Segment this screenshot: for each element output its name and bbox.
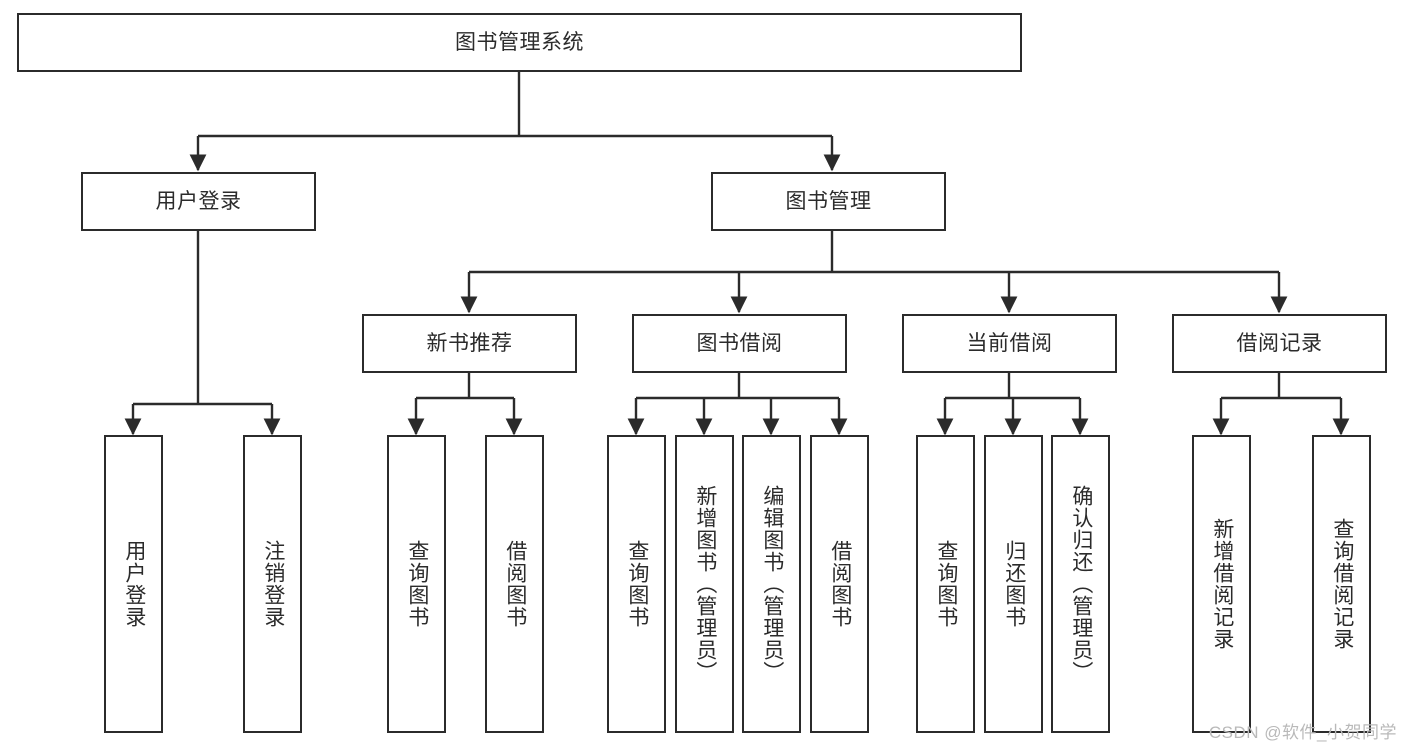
leaf-query-borrow-record[interactable]: 查询借阅记录 xyxy=(1312,435,1371,733)
leaf-query-book-1-label: 查询图书 xyxy=(405,540,429,628)
node-current-borrow-label: 当前借阅 xyxy=(966,331,1053,355)
leaf-query-book-2-label: 查询图书 xyxy=(625,540,649,628)
leaf-borrow-book-2-label: 借阅图书 xyxy=(828,540,852,628)
node-new-book-recommend[interactable]: 新书推荐 xyxy=(362,314,577,373)
node-root[interactable]: 图书管理系统 xyxy=(17,13,1022,72)
leaf-edit-book-label: 编辑图书（管理员） xyxy=(760,485,784,683)
leaf-add-book[interactable]: 新增图书（管理员） xyxy=(675,435,734,733)
leaf-add-book-label: 新增图书（管理员） xyxy=(693,485,717,683)
leaf-return-book[interactable]: 归还图书 xyxy=(984,435,1043,733)
leaf-add-borrow-record-label: 新增借阅记录 xyxy=(1210,518,1234,650)
leaf-query-borrow-record-label: 查询借阅记录 xyxy=(1330,518,1354,650)
leaf-user-login[interactable]: 用户登录 xyxy=(104,435,163,733)
node-book-borrow[interactable]: 图书借阅 xyxy=(632,314,847,373)
leaf-query-book-3[interactable]: 查询图书 xyxy=(916,435,975,733)
leaf-return-book-label: 归还图书 xyxy=(1002,540,1026,628)
leaf-borrow-book-1[interactable]: 借阅图书 xyxy=(485,435,544,733)
node-new-book-recommend-label: 新书推荐 xyxy=(426,331,513,355)
node-book-borrow-label: 图书借阅 xyxy=(696,331,783,355)
leaf-confirm-return-label: 确认归还（管理员） xyxy=(1069,485,1093,683)
node-root-label: 图书管理系统 xyxy=(455,30,584,54)
leaf-query-book-3-label: 查询图书 xyxy=(934,540,958,628)
node-borrow-record[interactable]: 借阅记录 xyxy=(1172,314,1387,373)
leaf-add-borrow-record[interactable]: 新增借阅记录 xyxy=(1192,435,1251,733)
node-book-manage-label: 图书管理 xyxy=(785,189,872,213)
leaf-query-book-2[interactable]: 查询图书 xyxy=(607,435,666,733)
node-book-manage[interactable]: 图书管理 xyxy=(711,172,946,231)
leaf-logout-label: 注销登录 xyxy=(261,540,285,628)
leaf-query-book-1[interactable]: 查询图书 xyxy=(387,435,446,733)
node-user-login-label: 用户登录 xyxy=(155,189,242,213)
leaf-logout[interactable]: 注销登录 xyxy=(243,435,302,733)
leaf-edit-book[interactable]: 编辑图书（管理员） xyxy=(742,435,801,733)
node-borrow-record-label: 借阅记录 xyxy=(1236,331,1323,355)
leaf-confirm-return[interactable]: 确认归还（管理员） xyxy=(1051,435,1110,733)
leaf-borrow-book-2[interactable]: 借阅图书 xyxy=(810,435,869,733)
node-current-borrow[interactable]: 当前借阅 xyxy=(902,314,1117,373)
leaf-borrow-book-1-label: 借阅图书 xyxy=(503,540,527,628)
watermark-text: CSDN @软件_小贺同学 xyxy=(1208,723,1397,742)
node-user-login[interactable]: 用户登录 xyxy=(81,172,316,231)
leaf-user-login-label: 用户登录 xyxy=(122,540,146,628)
